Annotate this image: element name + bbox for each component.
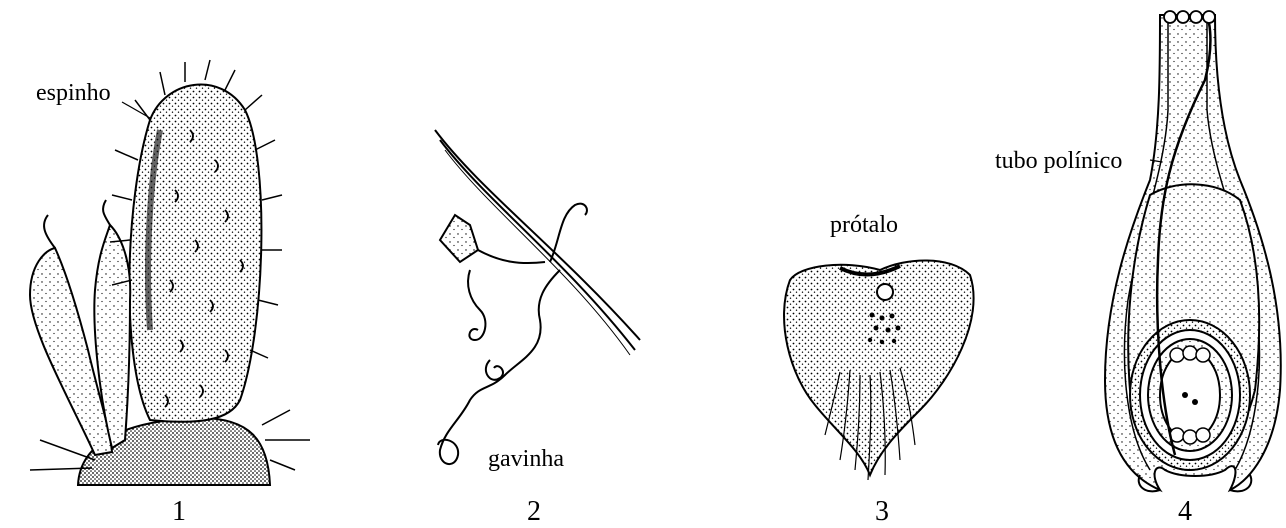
panel-number-1: 1 <box>172 496 186 528</box>
tendril-illustration <box>435 130 640 464</box>
prothallus-illustration <box>784 260 974 480</box>
panel-number-3: 3 <box>875 496 889 528</box>
label-protalo: prótalo <box>830 212 898 239</box>
panel-number-4: 4 <box>1178 496 1192 528</box>
panel-number-2: 2 <box>527 496 541 528</box>
label-tubo-polinico: tubo polínico <box>995 148 1122 175</box>
label-espinho: espinho <box>36 80 111 107</box>
ovule-illustration <box>1105 11 1281 491</box>
label-gavinha: gavinha <box>488 446 564 473</box>
cactus-illustration <box>30 60 310 485</box>
